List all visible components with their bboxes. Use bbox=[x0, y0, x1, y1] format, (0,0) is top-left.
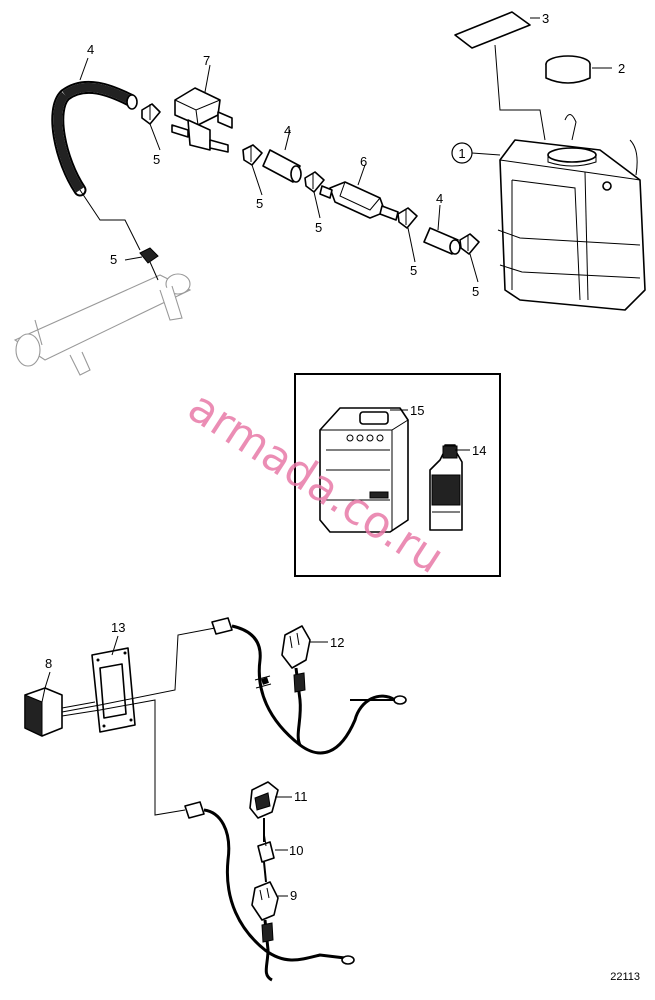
reference-number: 22113 bbox=[610, 971, 640, 983]
callout-13: 13 bbox=[111, 620, 125, 635]
switch-cables bbox=[61, 627, 216, 816]
leader-lines-bottom bbox=[44, 635, 328, 897]
hose-clamp-4 bbox=[397, 207, 418, 229]
fuse-holder-cover bbox=[249, 781, 279, 819]
hose-clamp-2 bbox=[242, 144, 263, 166]
callout-1: 1 bbox=[458, 146, 465, 161]
callout-circle-1 bbox=[451, 142, 473, 164]
hose-clamp-5 bbox=[459, 233, 480, 255]
washer-fluid-canister bbox=[319, 407, 409, 533]
mounting-plate bbox=[91, 647, 136, 733]
hose-piece-2 bbox=[423, 227, 461, 255]
left-hose bbox=[51, 80, 138, 197]
callout-4c: 4 bbox=[436, 191, 443, 206]
callout-2: 2 bbox=[618, 61, 625, 76]
callout-5e: 5 bbox=[472, 284, 479, 299]
washer-tank bbox=[497, 114, 646, 311]
callout-5d: 5 bbox=[410, 263, 417, 278]
leader-lines-top bbox=[79, 17, 612, 283]
label-sticker bbox=[454, 11, 531, 49]
callout-7: 7 bbox=[203, 53, 210, 68]
callout-8: 8 bbox=[45, 656, 52, 671]
callout-10: 10 bbox=[289, 843, 303, 858]
callout-12: 12 bbox=[330, 635, 344, 650]
callout-14: 14 bbox=[472, 443, 486, 458]
wiring-harness-lower bbox=[184, 801, 355, 982]
callout-15: 15 bbox=[410, 403, 424, 418]
fuse bbox=[257, 831, 275, 863]
callout-4b: 4 bbox=[284, 123, 291, 138]
hose-clamp-6 bbox=[139, 247, 159, 264]
washer-fluid-bottle bbox=[429, 444, 463, 531]
callout-5c: 5 bbox=[315, 220, 322, 235]
wiring-harness-upper bbox=[211, 617, 407, 755]
callout-9: 9 bbox=[290, 888, 297, 903]
hose-clamp-1 bbox=[141, 103, 161, 125]
callout-5b: 5 bbox=[256, 196, 263, 211]
callout-5a: 5 bbox=[153, 152, 160, 167]
hose-clamp-3 bbox=[304, 171, 325, 193]
callout-11: 11 bbox=[294, 789, 308, 804]
callout-5f: 5 bbox=[110, 252, 117, 267]
check-valve bbox=[319, 181, 399, 221]
callout-3: 3 bbox=[542, 11, 549, 26]
heater-pipe bbox=[13, 261, 192, 376]
washer-switch bbox=[24, 687, 63, 737]
tank-cap bbox=[545, 55, 591, 84]
callout-6: 6 bbox=[360, 154, 367, 169]
hose-piece-1 bbox=[262, 149, 302, 183]
leader-lines-box bbox=[390, 409, 470, 451]
fluid-box bbox=[294, 373, 501, 577]
callout-4a: 4 bbox=[87, 42, 94, 57]
washer-pump bbox=[171, 87, 233, 153]
